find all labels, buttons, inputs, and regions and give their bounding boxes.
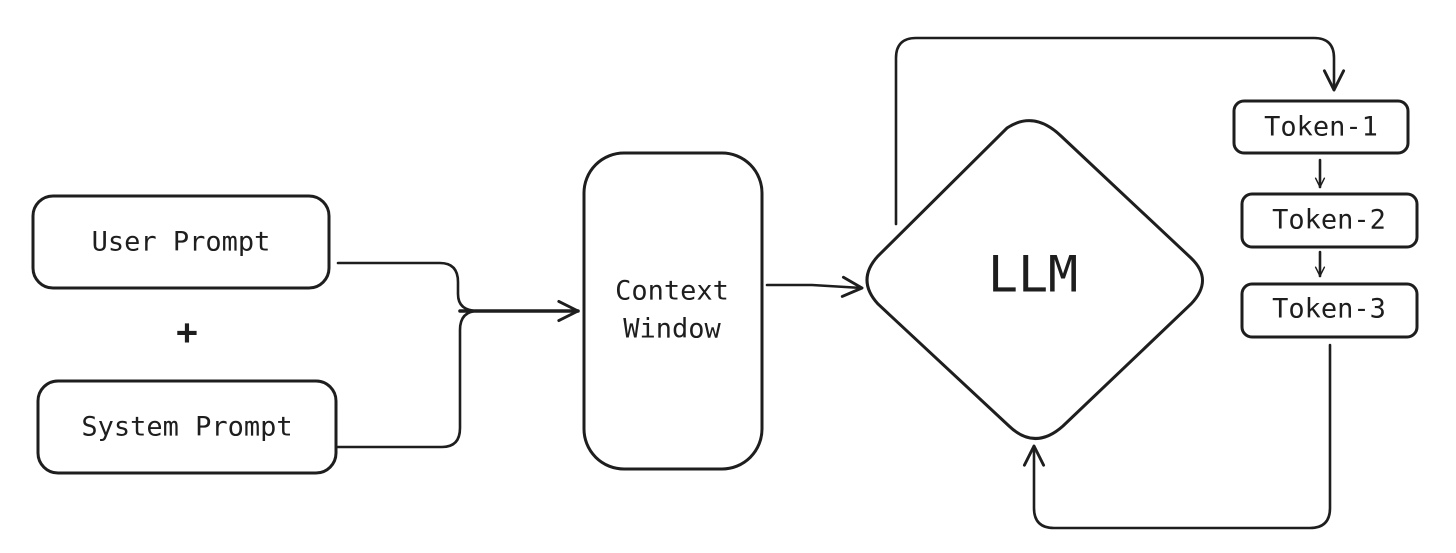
- token-3-label: Token-3: [1272, 294, 1386, 325]
- user-prompt-label: User Prompt: [92, 227, 271, 258]
- loop-top-arrow: [894, 36, 1346, 226]
- token-2-label: Token-2: [1272, 205, 1386, 236]
- feedback-loop-arrow: [1022, 343, 1332, 530]
- token-3-node: Token-3: [1240, 282, 1419, 339]
- user-prompt-node: User Prompt: [31, 194, 331, 290]
- system-prompt-connector: [336, 309, 480, 449]
- token-1-label: Token-1: [1264, 112, 1378, 143]
- user-prompt-box: [31, 194, 331, 290]
- token-1-node: Token-1: [1232, 99, 1410, 155]
- system-prompt-box: [36, 379, 338, 475]
- token-2-node: Token-2: [1240, 192, 1419, 249]
- plus-sign: +: [176, 312, 198, 353]
- connectors: [336, 36, 1346, 530]
- context-window-node: Context Window: [582, 151, 764, 471]
- llm-diamond: [865, 119, 1204, 440]
- token-3-box: [1240, 282, 1419, 339]
- token-2-box: [1240, 192, 1419, 249]
- user-prompt-connector: [336, 261, 480, 313]
- context-to-llm-arrow: [765, 275, 864, 298]
- system-prompt-label: System Prompt: [81, 412, 292, 443]
- context-window-label-line1: Context: [615, 276, 729, 307]
- llm-node: LLM: [865, 119, 1204, 440]
- system-prompt-node: System Prompt: [36, 379, 338, 475]
- context-window-label-line2: Window: [623, 314, 721, 345]
- context-window-box: [582, 151, 764, 471]
- llm-label: LLM: [988, 246, 1078, 304]
- token-1-box: [1232, 99, 1410, 155]
